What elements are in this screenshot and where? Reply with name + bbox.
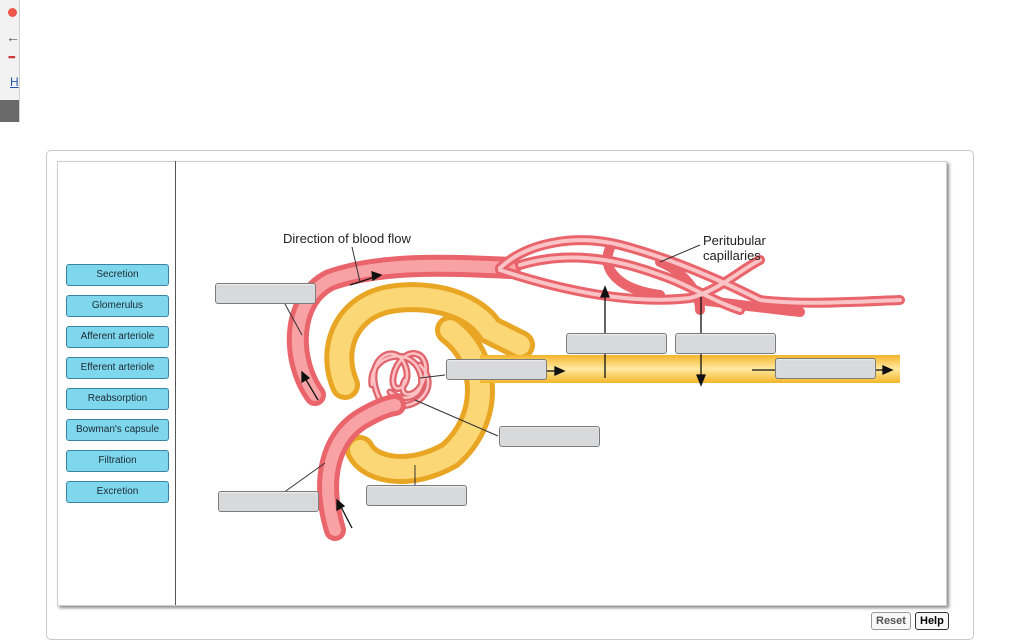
drop-target-3[interactable]	[675, 333, 776, 354]
leader-lines	[282, 244, 701, 494]
label-chip-glomerulus[interactable]: Glomerulus	[66, 295, 169, 317]
blood-vessels	[286, 235, 905, 541]
label-chip-filtration[interactable]: Filtration	[66, 450, 169, 472]
label-chip-excretion[interactable]: Excretion	[66, 481, 169, 503]
drop-target-2[interactable]	[566, 333, 667, 354]
peritubular-label-line1: Peritubular	[703, 233, 766, 248]
drop-target-6[interactable]	[499, 426, 600, 447]
label-chip-efferent-arteriole[interactable]: Efferent arteriole	[66, 357, 169, 379]
label-chip-reabsorption[interactable]: Reabsorption	[66, 388, 169, 410]
direction-of-blood-flow-label: Direction of blood flow	[283, 231, 411, 246]
drop-target-4[interactable]	[446, 359, 547, 380]
reset-button[interactable]: Reset	[871, 612, 911, 630]
label-chip-bowmans-capsule[interactable]: Bowman's capsule	[66, 419, 169, 441]
diagram-canvas	[57, 161, 947, 606]
back-arrow-icon[interactable]: ←	[6, 29, 20, 45]
peritubular-label-line2: capillaries	[703, 248, 761, 263]
flow-arrows	[301, 271, 894, 529]
drop-target-8[interactable]	[218, 491, 319, 512]
help-button[interactable]: Help	[915, 612, 949, 630]
drop-target-7[interactable]	[366, 485, 467, 506]
panel-divider	[175, 161, 176, 605]
label-chip-afferent-arteriole[interactable]: Afferent arteriole	[66, 326, 169, 348]
browser-tab-bar	[0, 100, 19, 122]
browser-toolbar-strip: ← ▪▪▪ H	[0, 0, 20, 122]
apps-grid-icon[interactable]: ▪▪▪	[8, 52, 16, 62]
close-window-icon[interactable]	[8, 8, 17, 17]
drop-target-1[interactable]	[215, 283, 316, 304]
bookmark-link[interactable]: H	[10, 75, 19, 89]
label-chip-secretion[interactable]: Secretion	[66, 264, 169, 286]
drop-target-5[interactable]	[775, 358, 876, 379]
